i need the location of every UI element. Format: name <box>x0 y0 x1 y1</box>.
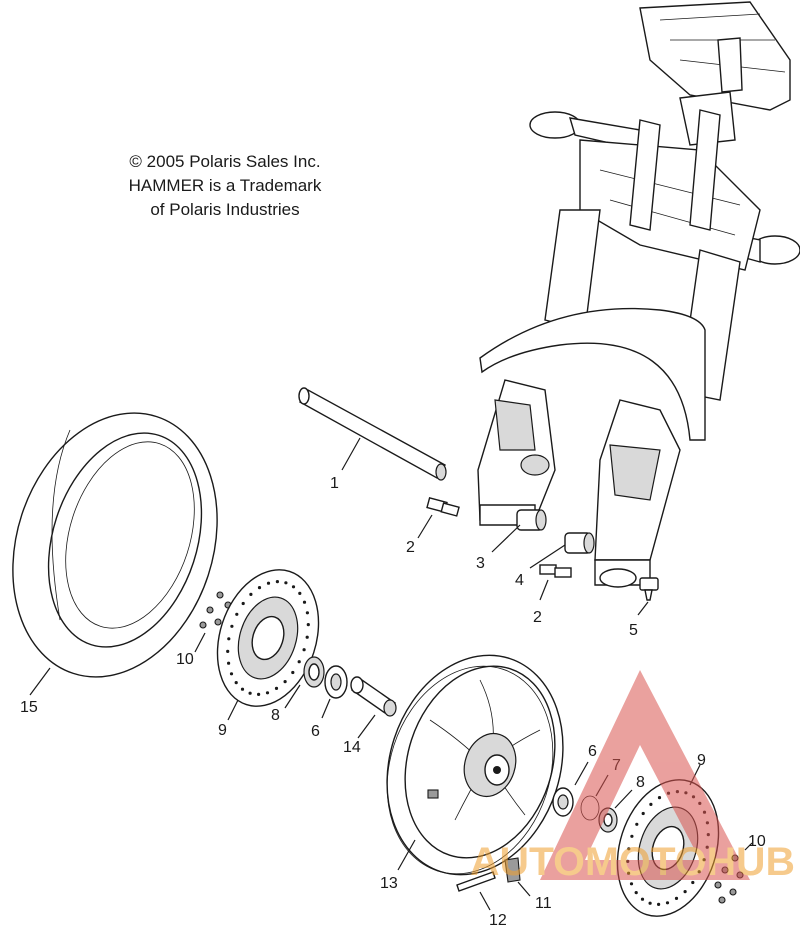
callout-10: 10 <box>748 833 766 850</box>
rotor-drill-hole <box>284 581 288 585</box>
rotor-drill-hole <box>657 902 661 907</box>
seal-left <box>284 656 325 709</box>
callout-10: 10 <box>176 651 194 668</box>
callout-3: 3 <box>476 555 485 572</box>
wheel-spacer-tube <box>350 676 397 739</box>
rotor-drill-hole <box>635 822 639 826</box>
rotor-drill-hole <box>275 580 279 584</box>
balance-weight-strip <box>456 871 496 911</box>
rotor-drill-hole <box>305 611 309 615</box>
rotor-drill-hole <box>674 896 679 901</box>
callout-8: 8 <box>636 774 645 791</box>
callout-11: 11 <box>535 895 552 912</box>
rotor-drill-hole <box>283 680 287 684</box>
callout-5: 5 <box>629 622 638 639</box>
front-fork-assembly <box>477 1 800 588</box>
callout-15: 15 <box>20 699 38 716</box>
bearing-right <box>552 761 589 817</box>
rotor-drill-hole <box>657 796 662 800</box>
axle-pinch-bolt <box>637 577 659 616</box>
valve-stem <box>504 857 531 897</box>
rotor-drill-hole <box>248 691 252 695</box>
callout-13: 13 <box>380 875 398 892</box>
rotor-drill-hole <box>648 901 652 905</box>
rotor-drill-hole <box>230 624 234 628</box>
rotor-drill-hole <box>265 691 270 695</box>
rotor-drill-hole <box>302 648 306 652</box>
rotor-drill-hole <box>630 834 634 838</box>
callout-4: 4 <box>515 572 524 589</box>
rotor-drill-hole <box>234 681 238 685</box>
rotor-drill-hole <box>227 637 231 641</box>
rotor-drill-hole <box>274 686 279 691</box>
callout-14: 14 <box>343 739 361 756</box>
rotor-drill-hole <box>235 612 239 616</box>
rotor-drill-hole <box>240 687 245 691</box>
rotor-drill-hole <box>229 672 234 676</box>
rotor-drill-hole <box>649 802 653 807</box>
rotor-drill-hole <box>305 635 309 639</box>
callout-labels: 1 2 3 4 2 5 10 15 9 8 6 14 6 7 8 9 10 13… <box>20 475 766 926</box>
rotor-drill-hole <box>298 591 302 596</box>
rotor-drill-hole <box>297 660 301 664</box>
spacer-left <box>491 509 547 553</box>
watermark: AUTOMOTOHUB <box>470 670 795 884</box>
rotor-drill-hole <box>634 891 638 895</box>
callout-2: 2 <box>533 609 542 626</box>
callout-8: 8 <box>271 707 280 724</box>
rotor-drill-hole <box>257 692 261 697</box>
callout-6: 6 <box>311 723 320 740</box>
callout-9: 9 <box>697 752 706 769</box>
rotor-drill-hole <box>629 882 634 886</box>
clamp-bolts-lower <box>539 564 572 601</box>
rotor-drill-hole <box>627 847 631 851</box>
rotor-drill-hole <box>241 601 245 606</box>
copyright-line: © 2005 Polaris Sales Inc. <box>129 152 321 171</box>
rotor-drill-hole <box>291 670 295 675</box>
front-axle <box>298 387 447 481</box>
callout-9: 9 <box>218 722 227 739</box>
rotor-drill-hole <box>691 880 695 885</box>
rotor-drill-hole <box>291 585 296 589</box>
spacer-right <box>529 532 595 569</box>
watermark-logo-icon <box>540 670 750 880</box>
rotor-drill-hole <box>641 811 645 816</box>
callout-1: 1 <box>330 475 339 492</box>
front-wheel-rim <box>386 654 564 876</box>
rotor-drill-hole <box>665 901 670 905</box>
rotor-drill-hole <box>640 897 645 901</box>
trademark-line: HAMMER is a Trademark <box>128 176 322 195</box>
bearing-left <box>321 665 348 719</box>
rotor-drill-hole <box>227 661 231 665</box>
copyright-notice: © 2005 Polaris Sales Inc. HAMMER is a Tr… <box>100 150 350 222</box>
brake-rotor-left <box>216 569 320 721</box>
rotor-drill-hole <box>249 592 253 597</box>
callout-6: 6 <box>588 743 597 760</box>
callout-12: 12 <box>489 912 507 926</box>
front-tire <box>12 412 218 696</box>
rotor-drill-hole <box>226 649 230 654</box>
rotor-drill-hole <box>266 581 271 585</box>
watermark-text: AUTOMOTOHUB <box>470 840 795 884</box>
rotor-drill-hole <box>306 623 310 627</box>
callout-2: 2 <box>406 539 415 556</box>
rotor-drill-hole <box>683 890 687 894</box>
trademark-owner-line: of Polaris Industries <box>150 200 300 219</box>
clamp-bolts-upper <box>417 496 460 539</box>
rotor-drill-hole <box>257 586 262 590</box>
rotor-drill-hole <box>302 600 307 604</box>
